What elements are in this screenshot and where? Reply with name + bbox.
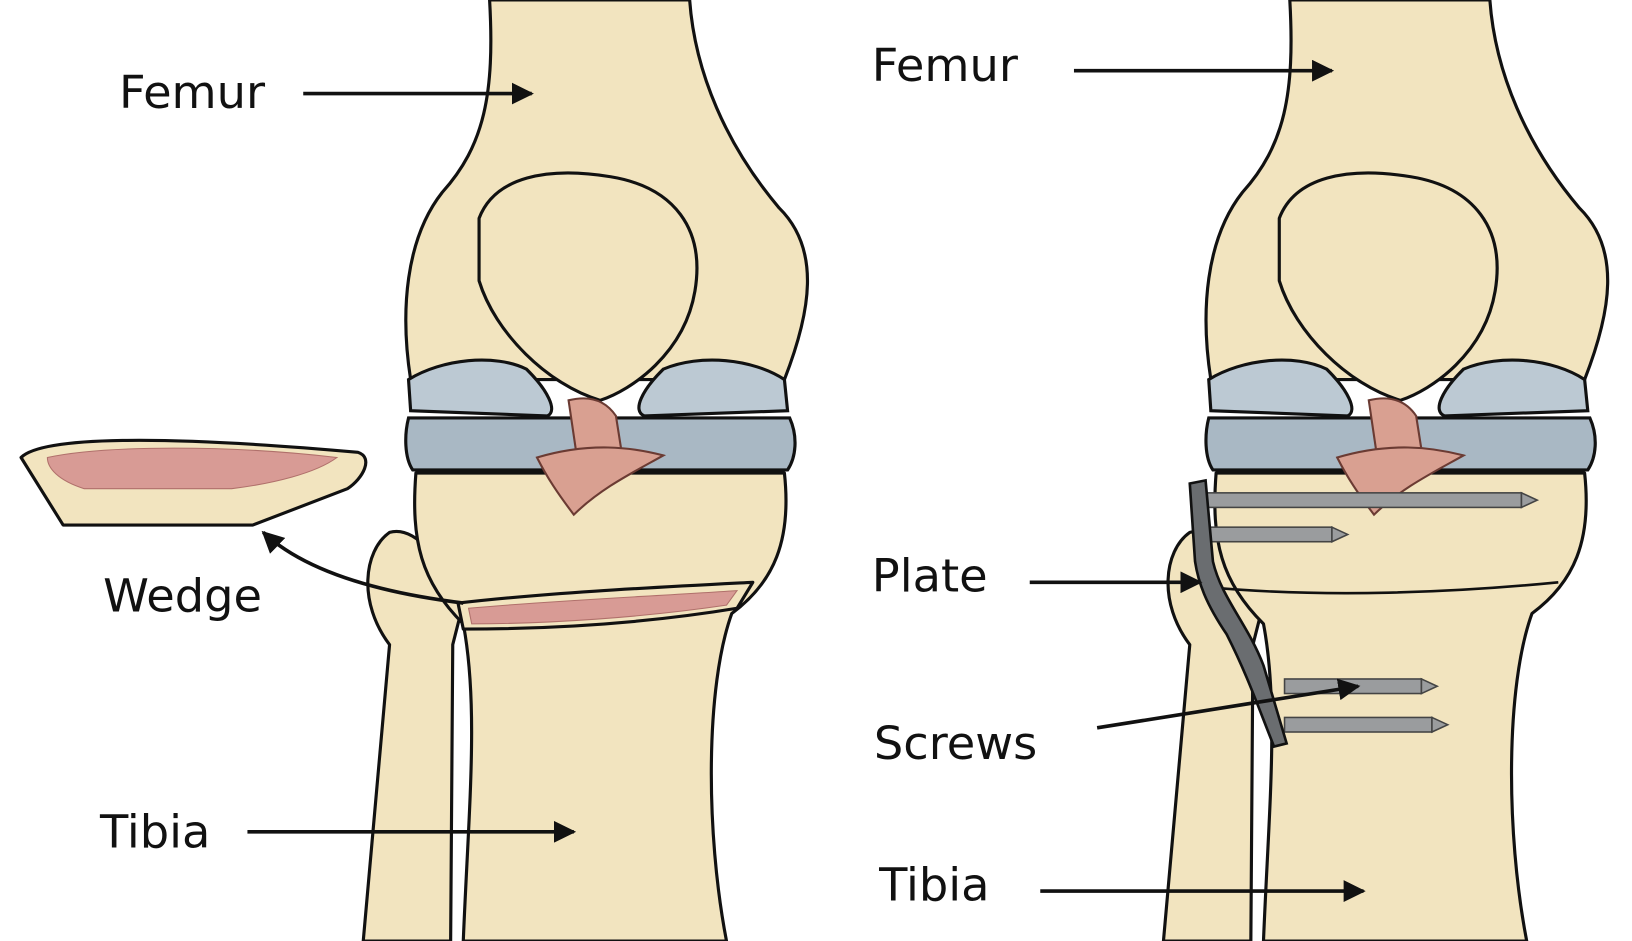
- left-knee: [361, 0, 810, 941]
- bone-wedge: [19, 438, 368, 527]
- screws: [1204, 491, 1540, 734]
- label-tibia-left: Tibia: [99, 805, 210, 859]
- label-tibia-right: Tibia: [878, 858, 989, 912]
- label-screws: Screws: [874, 716, 1037, 770]
- label-femur-right: Femur: [872, 38, 1018, 92]
- right-knee: [1161, 0, 1610, 941]
- label-wedge: Wedge: [103, 569, 262, 623]
- arrows: [247, 59, 1366, 903]
- label-femur-left: Femur: [119, 65, 265, 119]
- label-plate: Plate: [872, 549, 988, 603]
- plate: [1188, 478, 1289, 749]
